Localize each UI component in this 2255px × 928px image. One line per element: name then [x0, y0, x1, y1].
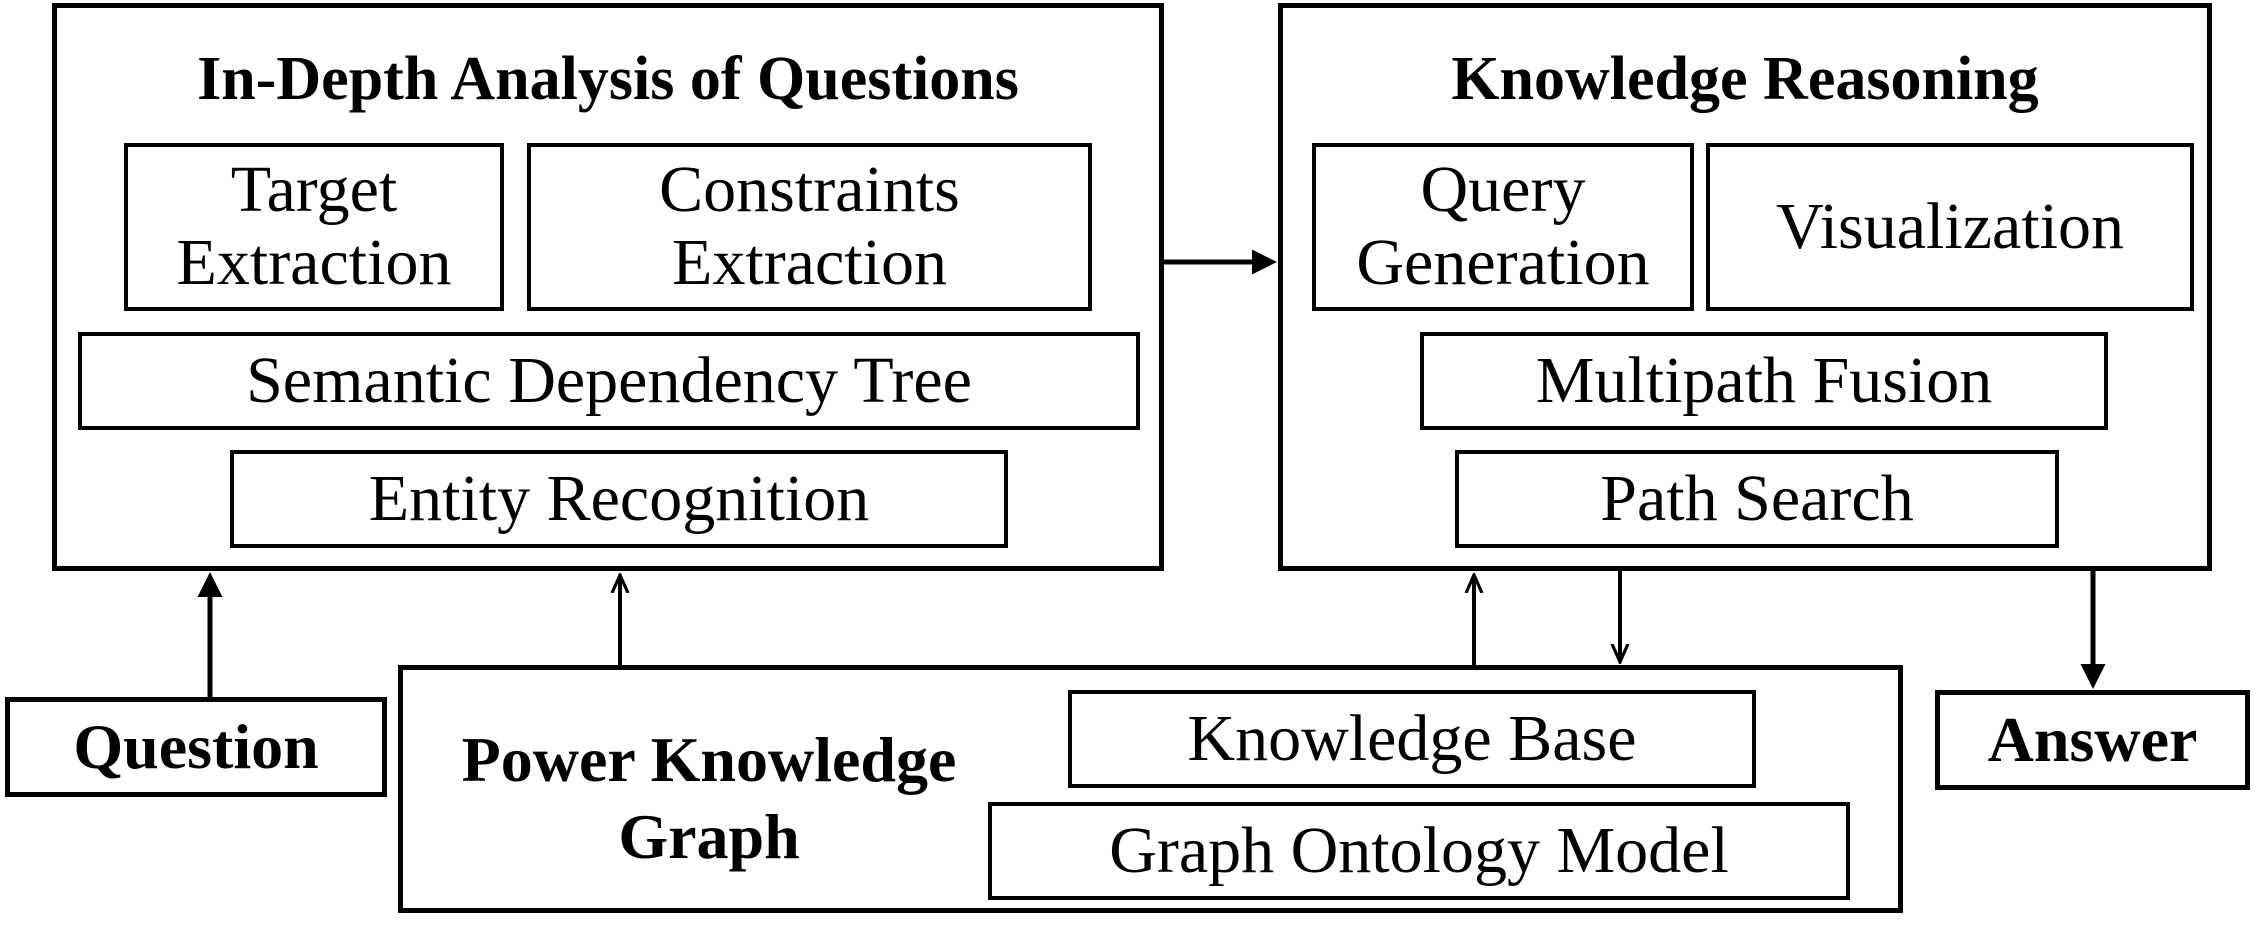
answer-box: Answer — [1935, 690, 2250, 790]
reasoning-title: Knowledge Reasoning — [1451, 45, 2039, 113]
knowledge-base-box: Knowledge Base — [1068, 690, 1756, 788]
constraints-extraction-box: Constraints Extraction — [527, 143, 1092, 311]
semantic-dependency-tree-box: Semantic Dependency Tree — [78, 332, 1140, 430]
graph-ontology-model-box: Graph Ontology Model — [988, 802, 1850, 900]
query-generation-box: Query Generation — [1312, 143, 1694, 311]
target-extraction-box: Target Extraction — [124, 143, 504, 311]
visualization-box: Visualization — [1706, 143, 2194, 311]
path-search-box: Path Search — [1455, 450, 2059, 548]
entity-recognition-box: Entity Recognition — [230, 450, 1008, 548]
knowledge-graph-title: Power Knowledge Graph — [461, 724, 957, 872]
multipath-fusion-box: Multipath Fusion — [1420, 332, 2108, 430]
analysis-title: In-Depth Analysis of Questions — [197, 45, 1019, 113]
question-box: Question — [5, 697, 387, 797]
